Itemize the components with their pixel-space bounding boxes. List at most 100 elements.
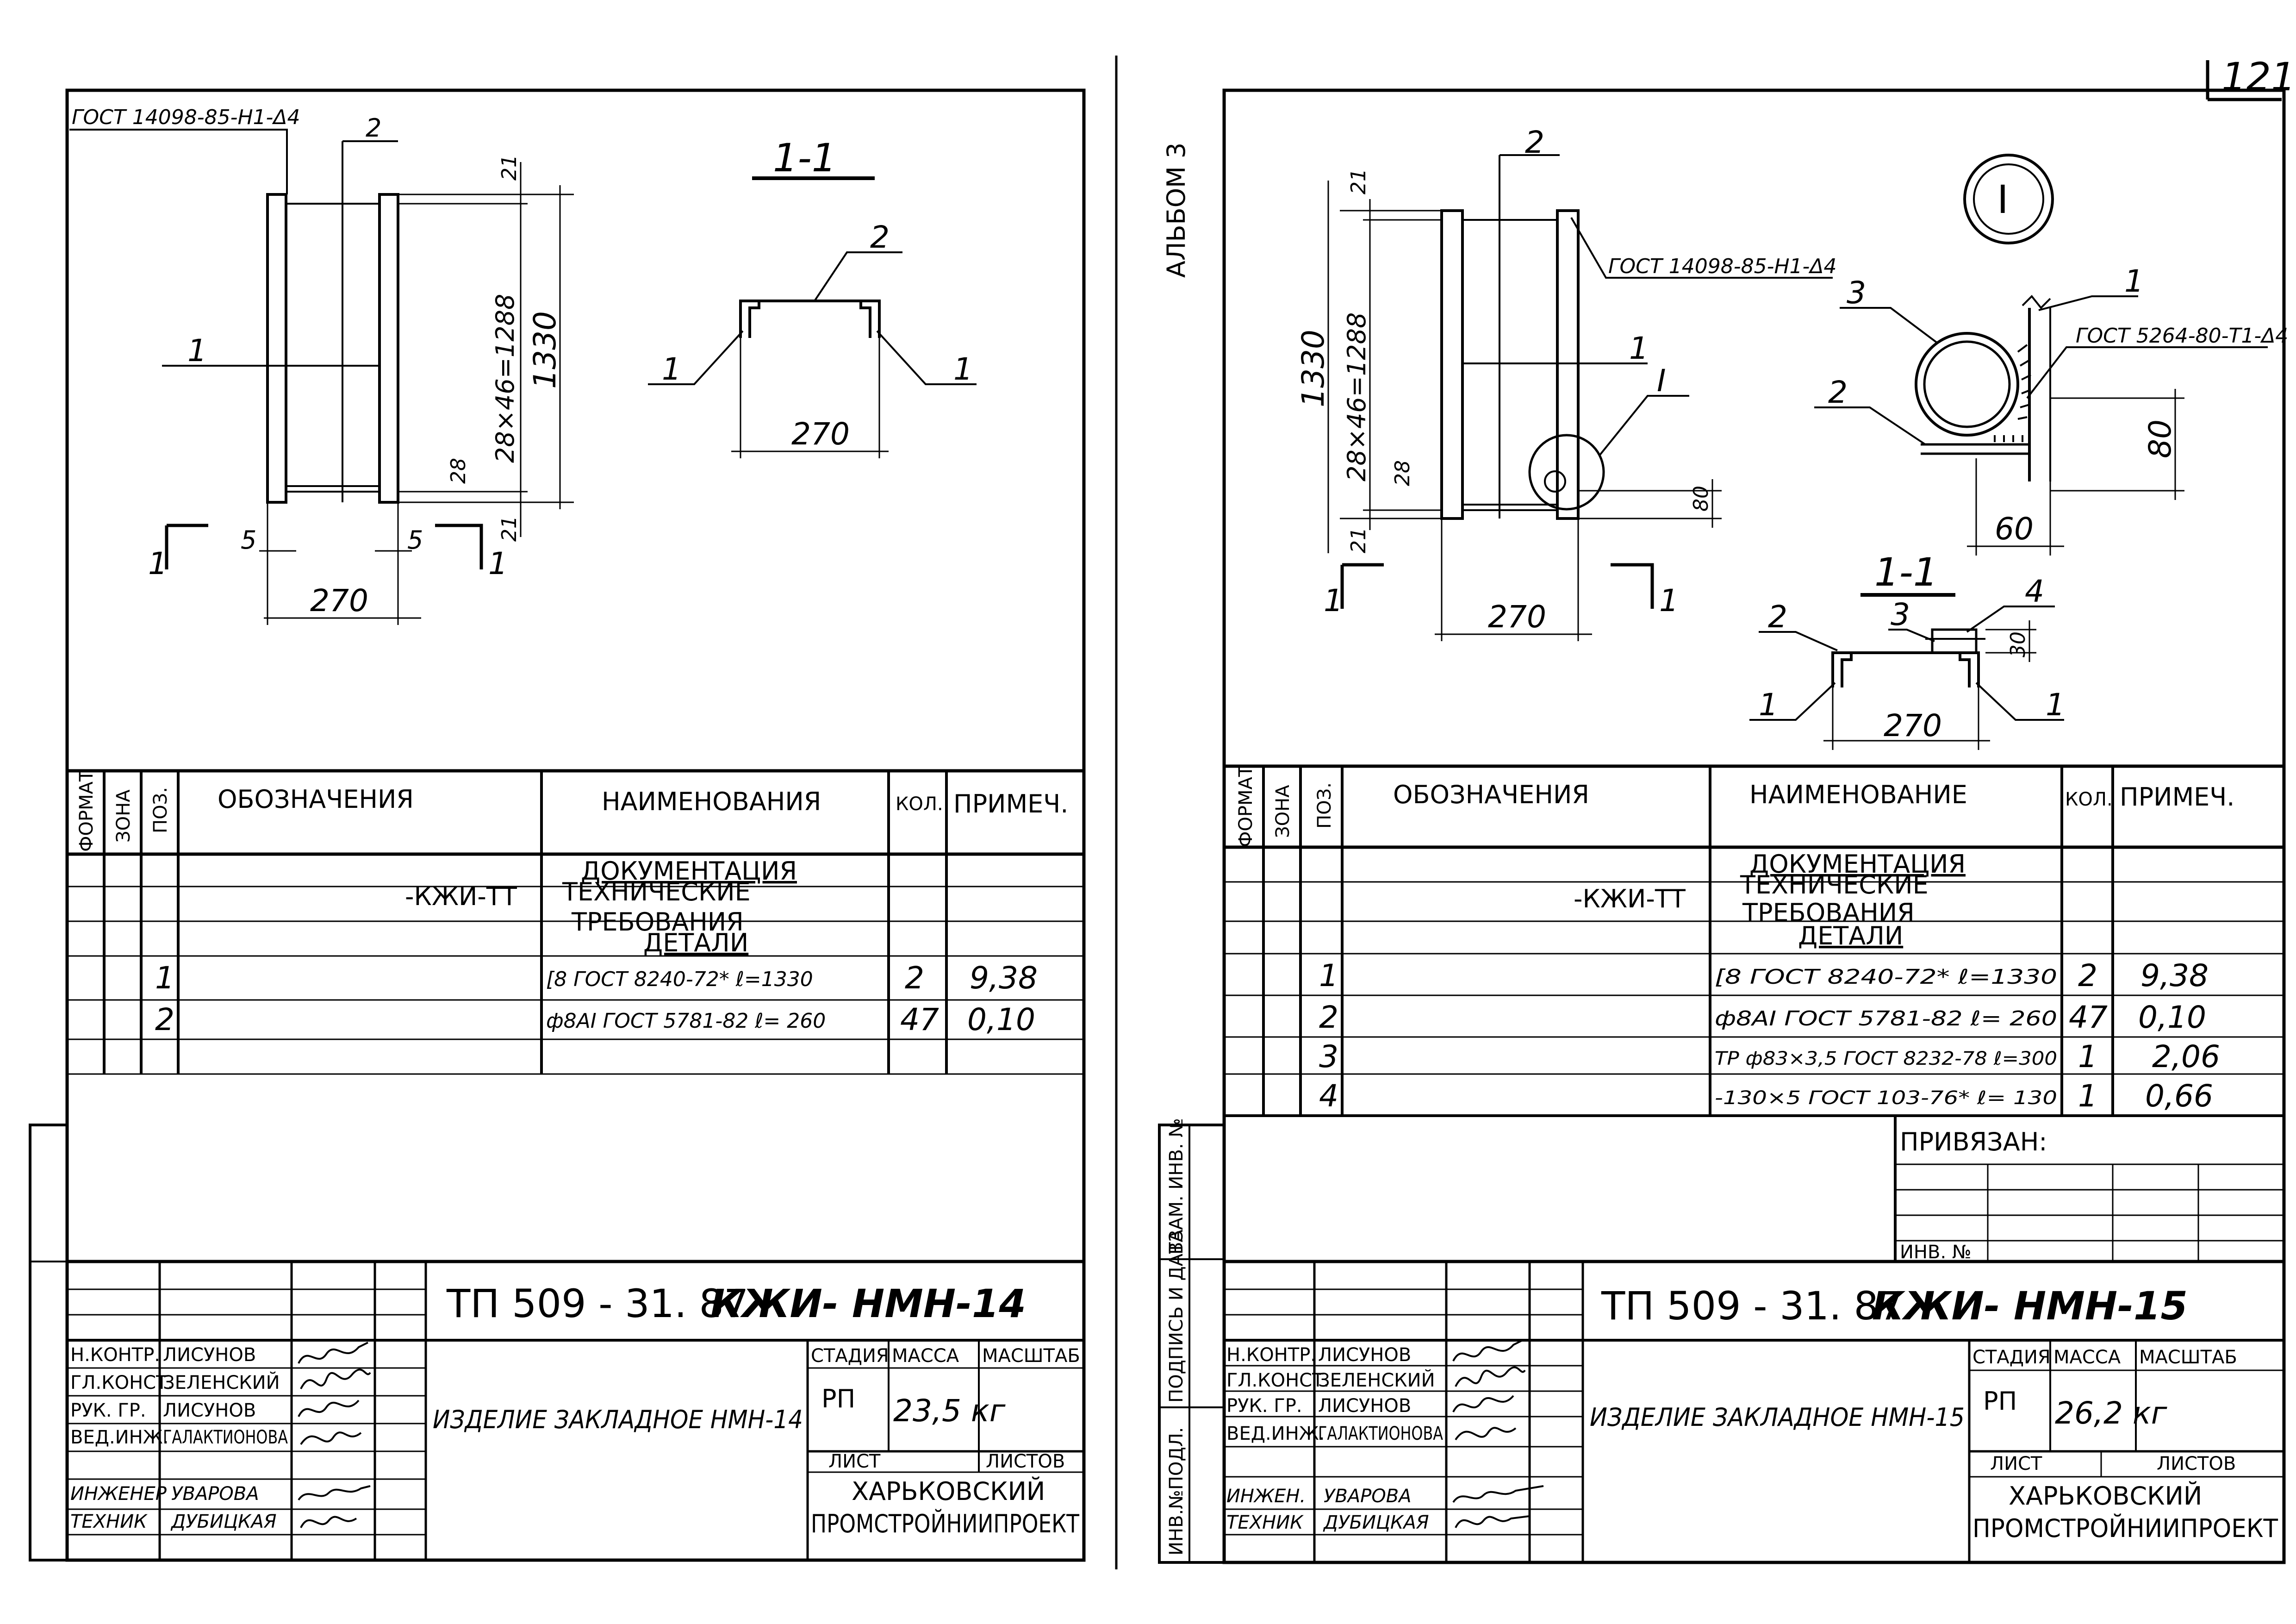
right-staff-5-role: ИНЖЕН. xyxy=(1226,1486,1306,1507)
right-staff-1-role: Н.КОНТР. xyxy=(1226,1344,1316,1366)
left-row-2-name: ф8АI ГОСТ 5781-82 ℓ= 260 xyxy=(546,1009,826,1033)
right-binding-inv: ИНВ. № xyxy=(1900,1242,1971,1263)
right-tb-mass-label: МАССА xyxy=(2053,1347,2121,1368)
left-doc-name-1: ТЕХНИЧЕСКИЕ xyxy=(562,877,751,906)
right-hdr-format: ФОРМАТ xyxy=(1235,765,1257,847)
left-hdr-pos: ПОЗ. xyxy=(150,787,171,833)
right-tb-mark: КЖИ- НМН-15 xyxy=(1872,1283,2188,1329)
right-cut-left: 1 xyxy=(1324,583,1343,618)
right-row-1-qty: 2 xyxy=(2078,958,2097,993)
right-staff-2-name: ЗЕЛЕНСКИЙ xyxy=(1318,1369,1435,1391)
left-row-1-qty: 2 xyxy=(905,960,924,996)
left-tb-mass: 23,5 кг xyxy=(893,1393,1006,1429)
left-doc-name-2: ТРЕБОВАНИЯ xyxy=(571,907,744,937)
right-row-3-note: 2,06 xyxy=(2152,1039,2220,1074)
right-dim-28: 28 xyxy=(1391,460,1414,486)
right-node-pos1: 1 xyxy=(2124,263,2144,299)
right-staff-4-role: ВЕД.ИНЖ. xyxy=(1226,1423,1325,1444)
right-binding-block: ПРИВЯЗАН: ИНВ. № xyxy=(1894,1114,2285,1263)
right-dim-top: 21 xyxy=(1347,169,1370,194)
right-dim-height: 1330 xyxy=(1295,330,1331,407)
right-row-1-pos: 1 xyxy=(1319,958,1338,993)
left-tb-org-2: ПРОМСТРОЙНИИПРОЕКТ xyxy=(811,1509,1080,1538)
left-staff-5-role: ИНЖЕНЕР xyxy=(70,1483,167,1505)
right-node-dim-80: 80 xyxy=(2142,419,2178,458)
right-tb-mass: 26,2 кг xyxy=(2055,1395,2167,1431)
left-doc-heading: ДОКУМЕНТАЦИЯ xyxy=(581,856,797,886)
right-hdr-note: ПРИМЕЧ. xyxy=(2120,782,2234,812)
right-hdr-pos: ПОЗ. xyxy=(1314,782,1335,829)
right-staff-5-name: УВАРОВА xyxy=(1324,1486,1412,1507)
right-staff-3-role: РУК. ГР. xyxy=(1226,1395,1302,1417)
left-hdr-qty: КОЛ. xyxy=(896,793,943,815)
left-staff-3-role: РУК. ГР. xyxy=(70,1400,146,1421)
right-staff-2-role: ГЛ.КОНСТ. xyxy=(1226,1370,1329,1391)
left-section-pos1b: 1 xyxy=(953,351,973,387)
left-cut-right: 1 xyxy=(488,546,508,581)
right-plan-view: 2 1 ГОСТ 14098-85-Н1-Δ4 21 1330 28×46=12… xyxy=(1295,125,1837,641)
left-tb-org-1: ХАРЬКОВСКИЙ xyxy=(852,1477,1045,1506)
right-binding-title: ПРИВЯЗАН: xyxy=(1900,1127,2047,1156)
left-tb-stage: РП xyxy=(821,1384,855,1413)
right-channel-b xyxy=(1556,209,1580,520)
right-hdr-designation: ОБОЗНАЧЕНИЯ xyxy=(1393,780,1589,809)
left-gost-weld: ГОСТ 14098-85-Н1-Δ4 xyxy=(72,106,300,129)
right-staff-4-name: ГАЛАКТИОНОВА xyxy=(1318,1423,1443,1444)
left-hdr-name: НАИМЕНОВАНИЯ xyxy=(602,787,821,816)
right-section-pos1a: 1 xyxy=(1759,687,1778,723)
right-node-title: I xyxy=(1997,177,2009,222)
right-row-2-pos: 2 xyxy=(1319,999,1338,1035)
right-node-dim-60: 60 xyxy=(1995,511,2034,547)
left-section-title: 1-1 xyxy=(773,135,836,181)
left-section-pos1a: 1 xyxy=(662,351,681,387)
right-row-1-note: 9,38 xyxy=(2140,958,2209,993)
right-staff-1-name: ЛИСУНОВ xyxy=(1318,1344,1411,1366)
right-title-block: ТП 509 - 31. 87 КЖИ- НМН-15 Н.КОНТР. ЛИС… xyxy=(1224,1260,2284,1562)
left-dim-top: 21 xyxy=(498,155,521,181)
left-sheet: ГОСТ 14098-85-Н1-Δ4 2 21 28×46=1288 1330… xyxy=(29,88,1086,1562)
left-staff-4-role: ВЕД.ИНЖ. xyxy=(70,1427,168,1448)
right-section-pos3: 3 xyxy=(1891,597,1910,632)
right-pos1-label: 1 xyxy=(1629,331,1649,366)
right-dim-width: 270 xyxy=(1488,599,1546,635)
left-title-block: ТП 509 - 31. 87 КЖИ- НМН-14 Н.КОНТР. ЛИС… xyxy=(67,1260,1084,1560)
right-tb-stage: РП xyxy=(1983,1387,2017,1416)
right-tb-code: ТП 509 - 31. 87 xyxy=(1601,1283,1903,1329)
right-sheet: ИНВ.№ПОДЛ. ПОДПИСЬ И ДАТА ВЗАМ. ИНВ. № 2… xyxy=(1158,88,2288,1564)
right-staff-6-role: ТЕХНИК xyxy=(1226,1512,1304,1533)
left-section-width: 270 xyxy=(791,416,850,452)
left-cut-left: 1 xyxy=(148,546,168,581)
right-hdr-zone: ЗОНА xyxy=(1272,785,1294,838)
left-staff-5-name: УВАРОВА xyxy=(171,1483,259,1505)
left-staff-2-name: ЗЕЛЕНСКИЙ xyxy=(163,1371,280,1393)
right-doc-name-2: ТРЕБОВАНИЯ xyxy=(1742,898,1915,927)
right-row-1-name: [8 ГОСТ 8240-72* ℓ=1330 xyxy=(1715,965,2057,989)
right-section-view: 1-1 270 30 2 3 4 1 xyxy=(1749,550,2065,750)
right-section-width: 270 xyxy=(1884,708,1942,743)
right-row-2-qty: 47 xyxy=(2069,999,2108,1035)
right-node-gost: ГОСТ 5264-80-Т1-Δ4 xyxy=(2076,324,2288,348)
right-node-circle xyxy=(1528,434,1605,511)
left-tb-mass-label: МАССА xyxy=(892,1345,959,1367)
right-tb-org-2: ПРОМСТРОЙНИИПРОЕКТ xyxy=(1972,1514,2278,1543)
left-hdr-format: ФОРМАТ xyxy=(76,770,97,852)
right-side-sign-date: ПОДПИСЬ И ДАТА xyxy=(1166,1229,1187,1403)
left-staff-4-name: ГАЛАКТИОНОВА xyxy=(163,1427,288,1448)
left-row-2-pos: 2 xyxy=(155,1002,174,1037)
right-section-dim-30: 30 xyxy=(2006,631,2030,657)
left-spec-table: ФОРМАТ ЗОНА ПОЗ. ОБОЗНАЧЕНИЯ НАИМЕНОВАНИ… xyxy=(67,769,1084,1075)
right-tb-sheets-label: ЛИСТОВ xyxy=(2157,1453,2236,1474)
right-dim-80: 80 xyxy=(1689,486,1713,512)
left-tb-scale-label: МАСШТАБ xyxy=(982,1345,1080,1367)
right-row-3-name: ТР ф83×3,5 ГОСТ 8232-78 ℓ=300 xyxy=(1715,1048,2057,1069)
right-tb-scale-label: МАСШТАБ xyxy=(2139,1347,2237,1368)
right-tb-sheet-label: ЛИСТ xyxy=(1990,1453,2042,1474)
right-section-pos2: 2 xyxy=(1768,599,1787,635)
left-dim-bottom: 21 xyxy=(498,516,521,542)
right-node-detail: I 3 1 ГОСТ 5264-80-Т1-Δ4 2 xyxy=(1814,154,2288,556)
right-row-4-note: 0,66 xyxy=(2145,1078,2213,1114)
left-hdr-zone: ЗОНА xyxy=(113,789,134,843)
right-node-mark: I xyxy=(1657,363,1666,399)
right-doc-heading: ДОКУМЕНТАЦИЯ xyxy=(1749,849,1966,879)
